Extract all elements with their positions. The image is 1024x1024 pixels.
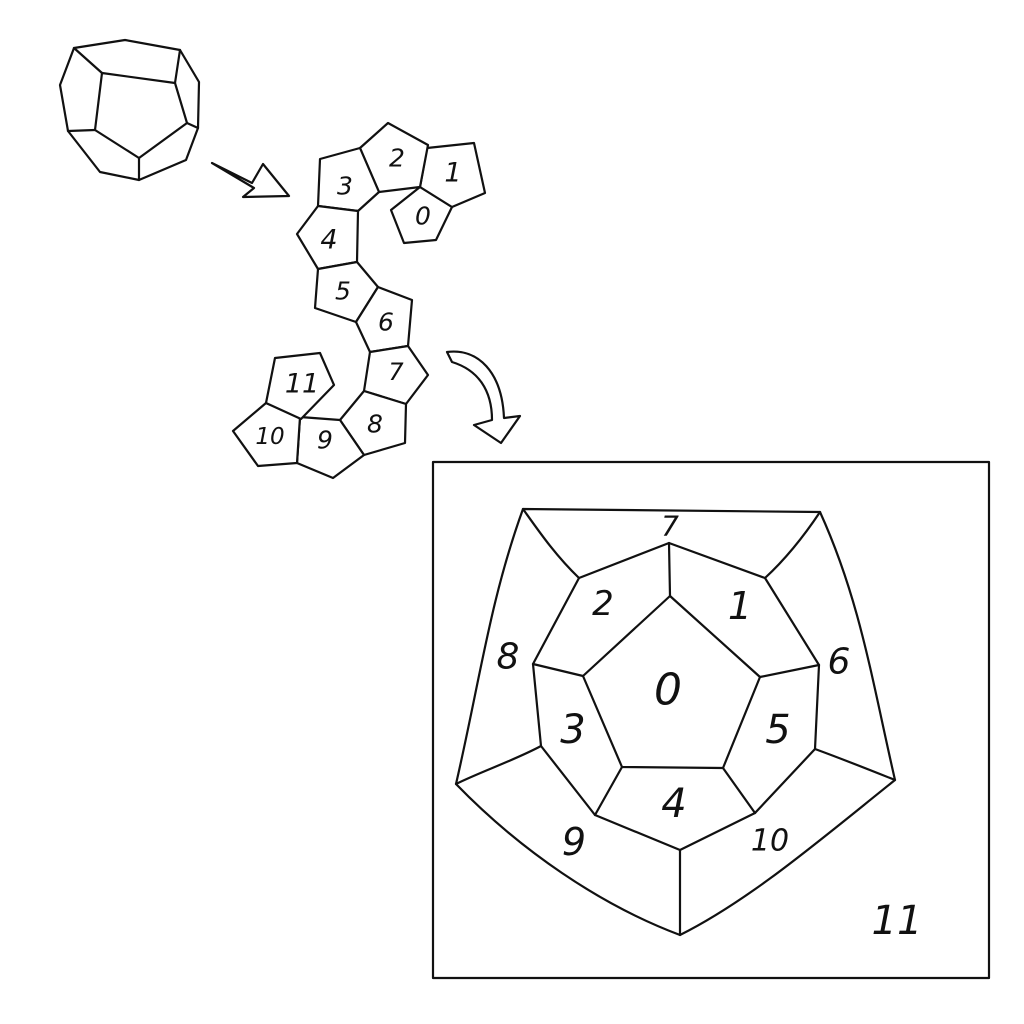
net-label-5: 5 (335, 277, 351, 306)
schlegel-frame (431, 460, 991, 980)
schlegel-label-7: 7 (661, 510, 679, 543)
net-label-8: 8 (367, 410, 383, 439)
net-label-7: 7 (388, 358, 404, 386)
net-face-2 (358, 121, 430, 194)
net-face-11 (264, 351, 336, 421)
net-label-0: 0 (415, 202, 431, 231)
dodecahedron-icon (58, 38, 201, 182)
schlegel-label-1: 1 (728, 584, 752, 628)
straight-arrow-icon (210, 161, 291, 199)
net-face-7 (362, 344, 430, 406)
net-label-10: 10 (255, 424, 284, 450)
schlegel-label-4: 4 (661, 781, 686, 827)
schlegel-label-3: 3 (560, 707, 585, 753)
schlegel-label-5: 5 (765, 707, 790, 753)
net-label-3: 3 (337, 172, 353, 201)
schlegel-label-2: 2 (592, 584, 614, 624)
net-label-4: 4 (320, 225, 337, 256)
net-face-10 (231, 401, 302, 468)
schlegel-label-0: 0 (654, 665, 682, 716)
net-label-6: 6 (378, 308, 394, 337)
schlegel-diagram: 0 1 2 3 4 5 6 7 8 9 10 11 (431, 460, 991, 980)
net-label-9: 9 (317, 426, 333, 455)
net-label-1: 1 (444, 158, 461, 189)
net-label-2: 2 (389, 144, 405, 173)
curved-arrow-icon (445, 350, 522, 445)
schlegel-label-10: 10 (751, 824, 789, 859)
schlegel-label-11: 11 (872, 898, 923, 944)
schlegel-label-6: 6 (828, 642, 851, 683)
schlegel-label-8: 8 (497, 637, 520, 678)
net-label-11: 11 (285, 369, 319, 400)
net-face-3 (316, 146, 381, 213)
schlegel-label-9: 9 (562, 820, 586, 864)
net-face-8 (338, 389, 408, 457)
dodecahedron-net: 0 1 2 3 4 5 6 7 8 9 10 11 (231, 121, 487, 480)
